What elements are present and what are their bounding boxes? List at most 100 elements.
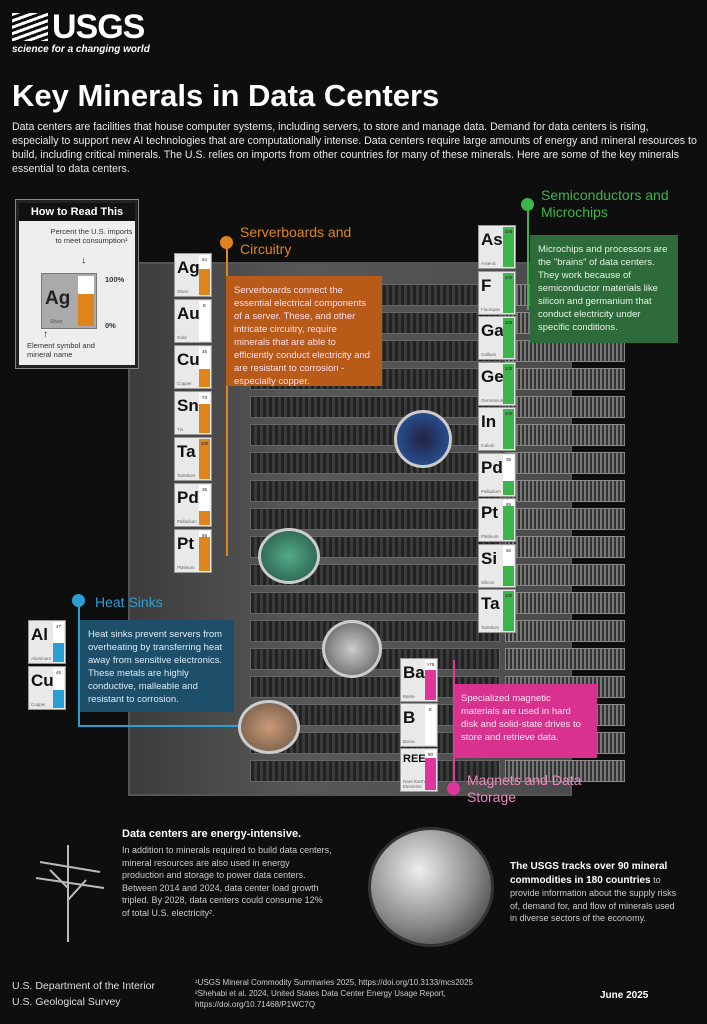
server-unit — [250, 396, 500, 418]
magnets-marker-dot — [447, 782, 460, 795]
import-bar: 100 — [503, 318, 514, 358]
circuit-board-photo — [258, 528, 320, 584]
reference-1[interactable]: ¹USGS Mineral Commodity Summaries 2025, … — [195, 978, 473, 987]
server-unit — [505, 480, 625, 502]
heat-sinks-marker-dot — [72, 594, 85, 607]
globe-icon — [368, 827, 494, 947]
mineral-name: Rare Earth Elements — [403, 779, 425, 789]
import-bar-fill — [503, 227, 514, 267]
legend-bar-fill — [78, 294, 94, 326]
element-symbol: Cu — [31, 671, 54, 690]
heat-sinks-connector — [78, 725, 238, 727]
import-bar: 100 — [503, 363, 514, 404]
magnets-callout: Specialized magnetic materials are used … — [453, 684, 597, 758]
import-bar-fill — [503, 363, 514, 404]
mineral-name: Silicon — [481, 579, 495, 585]
import-bar: 47 — [53, 622, 64, 662]
magnets-leader-line — [453, 660, 455, 788]
legend-symbol: Ag — [45, 288, 71, 309]
footer-date: June 2025 — [600, 990, 649, 1001]
import-bar: 35 — [503, 454, 514, 495]
serverboards-callout: Serverboards connect the essential elect… — [226, 276, 382, 387]
import-percent: 73 — [201, 395, 207, 400]
import-bar-fill — [425, 670, 436, 700]
arrow-down-icon: ↓ — [81, 255, 86, 266]
import-percent: 45 — [55, 670, 61, 675]
import-bar: >75 — [425, 660, 436, 700]
import-percent: 100 — [504, 365, 513, 371]
server-unit — [250, 760, 500, 782]
import-bar: 45 — [53, 668, 64, 708]
page-title: Key Minerals in Data Centers — [12, 78, 440, 113]
import-bar-fill — [199, 439, 210, 479]
footer-doi: U.S. Department of the Interior — [12, 980, 155, 992]
import-percent: 45 — [201, 349, 207, 354]
mineral-name: Tantalum — [177, 473, 196, 478]
legend-name: Silver — [50, 319, 63, 325]
serverboards-leader-line — [226, 248, 228, 556]
import-percent: 85 — [505, 502, 511, 507]
element-symbol: Pd — [481, 457, 503, 477]
import-bar: 73 — [199, 393, 210, 433]
usgs-logo[interactable]: USGS — [12, 8, 145, 47]
import-bar-fill — [199, 403, 210, 433]
import-percent: 100 — [200, 441, 209, 446]
element-symbol: F — [481, 275, 492, 295]
import-percent: 85 — [201, 533, 207, 538]
import-percent: 50 — [505, 547, 511, 553]
mineral-name: Aluminum — [31, 656, 52, 661]
server-unit — [250, 452, 500, 474]
import-bar-fill — [503, 318, 514, 358]
server-unit — [505, 452, 625, 474]
import-bar: 80 — [425, 750, 436, 790]
import-percent: E — [428, 707, 432, 712]
mineral-name: Barite — [403, 694, 415, 699]
heat-sinks-callout: Heat sinks prevent servers from overheat… — [80, 620, 234, 712]
element-symbol: B — [403, 708, 416, 727]
import-percent: 64 — [201, 257, 207, 262]
element-symbol: Ga — [481, 321, 504, 340]
tagline: science for a changing world — [12, 44, 150, 55]
element-symbol: In — [481, 412, 497, 431]
element-symbol: Ge — [481, 366, 504, 386]
server-unit — [505, 536, 625, 558]
import-percent: 100 — [504, 274, 513, 280]
import-bar: E — [425, 705, 436, 745]
reference-2[interactable]: ²Shehabi et al. 2024, United States Data… — [195, 989, 446, 1009]
mineral-name: Arsenic — [481, 261, 497, 266]
element-symbol: Pt — [481, 503, 498, 522]
tracking-rest: to provide information about the supply … — [510, 874, 677, 924]
heat-sink-photo — [238, 700, 300, 754]
energy-section: Data centers are energy-intensive. In ad… — [122, 828, 332, 919]
import-bar: E — [199, 301, 210, 341]
import-percent: 100 — [504, 593, 513, 598]
server-unit — [505, 620, 625, 642]
import-bar-fill — [53, 643, 64, 662]
logo-text: USGS — [52, 8, 145, 46]
import-bar-fill — [425, 758, 436, 790]
mineral-name: Platinum — [177, 565, 195, 570]
mineral-name: Tantalum — [481, 625, 500, 630]
import-bar: 100 — [503, 591, 514, 631]
element-symbol: Ba — [403, 663, 425, 682]
mineral-name: Tin — [177, 427, 184, 432]
serverboards-marker-dot — [220, 236, 233, 249]
import-percent: >75 — [426, 662, 435, 667]
tracking-text: The USGS tracks over 90 mineral commodit… — [510, 860, 680, 925]
element-symbol: Pt — [177, 534, 194, 553]
import-bar-fill — [503, 591, 514, 631]
import-bar-fill — [199, 511, 210, 525]
energy-text: In addition to minerals required to buil… — [122, 845, 332, 918]
server-unit — [505, 340, 625, 362]
